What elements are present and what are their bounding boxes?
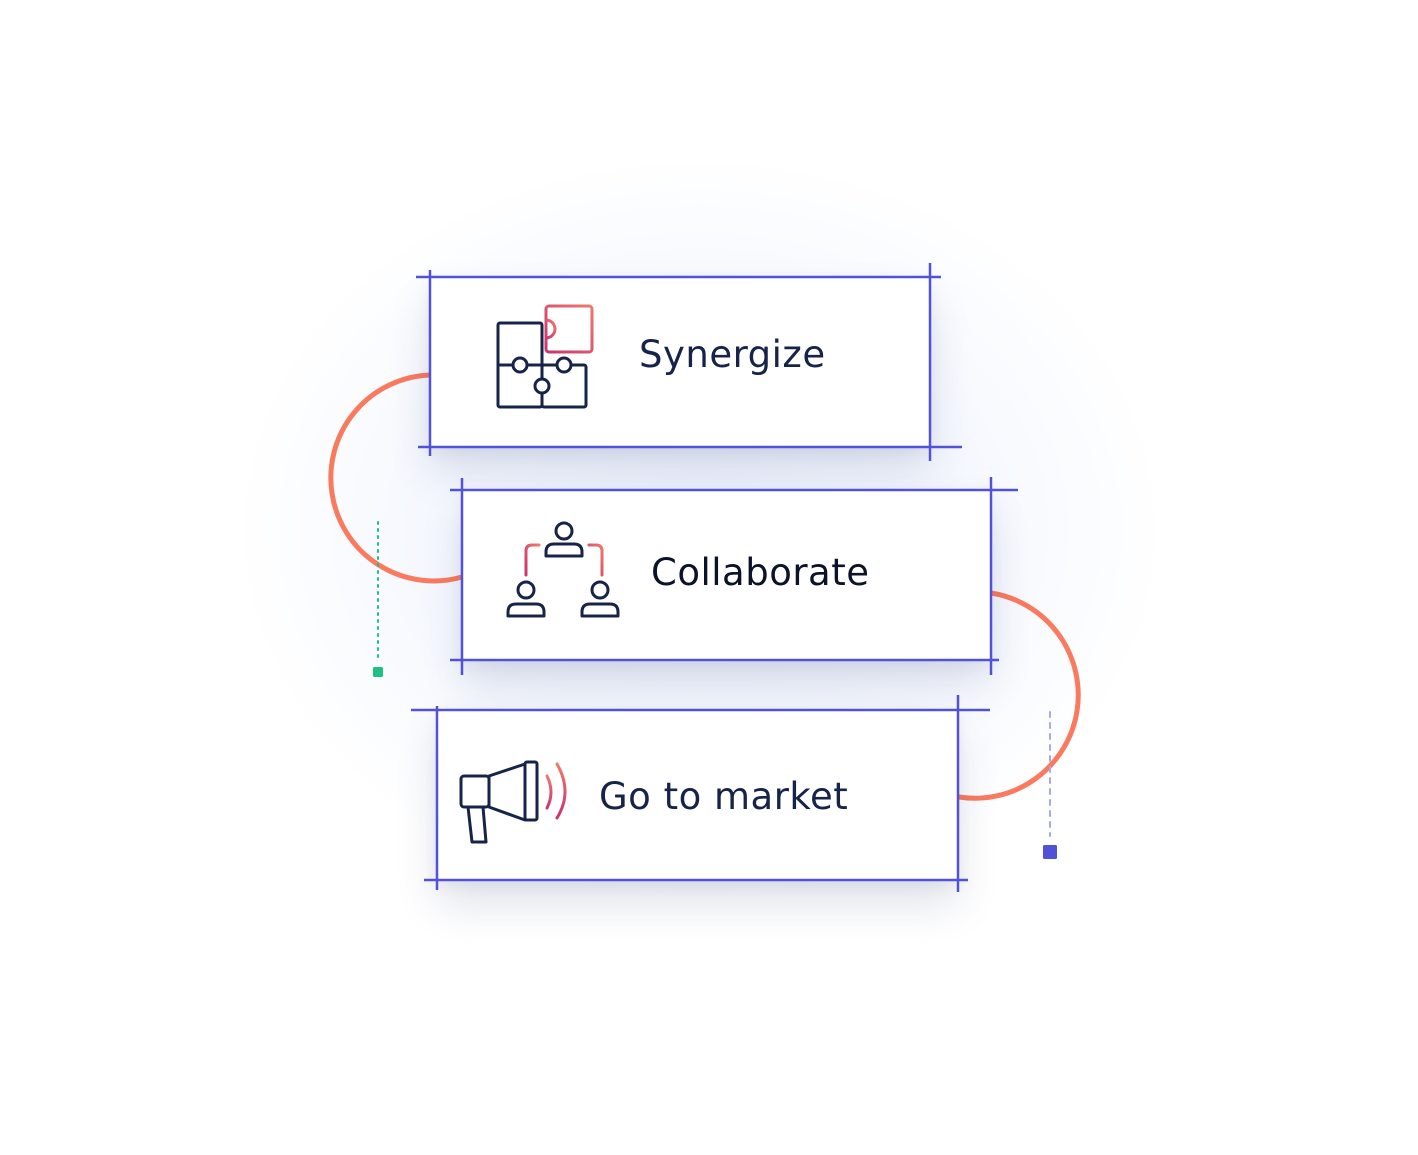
people-network-icon <box>506 520 622 626</box>
megaphone-icon <box>459 760 577 850</box>
step-card-collaborate: Collaborate <box>462 490 991 660</box>
step-label-go-to-market: Go to market <box>599 775 849 818</box>
step-card-go-to-market: Go to market <box>437 710 958 880</box>
puzzle-icon <box>496 304 596 416</box>
step-card-synergize: Synergize <box>430 277 930 447</box>
step-label-collaborate: Collaborate <box>651 551 870 594</box>
step-label-synergize: Synergize <box>639 333 826 376</box>
